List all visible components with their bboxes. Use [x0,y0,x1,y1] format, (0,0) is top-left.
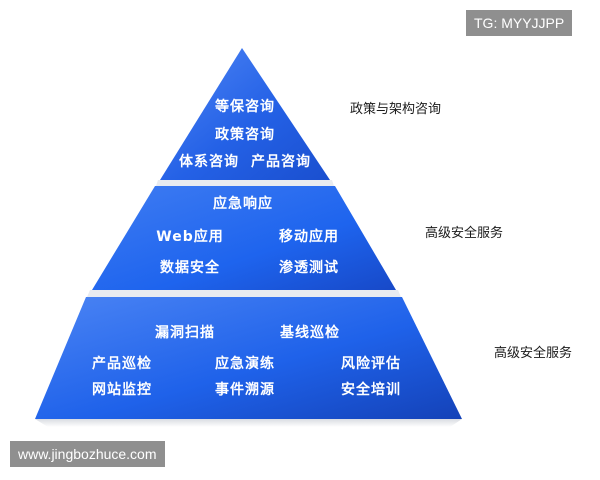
item-vuln-scan: 漏洞扫描 [155,325,215,341]
item-product-check: 产品巡检 [92,356,152,372]
item-product-consult: 产品咨询 [251,154,311,170]
item-risk-assessment: 风险评估 [341,356,401,372]
item-pentest: 渗透测试 [279,260,339,276]
item-event-trace: 事件溯源 [215,382,275,398]
item-security-training: 安全培训 [341,382,401,398]
tier-middle-shape [92,186,396,290]
tier-bottom-shape [35,297,462,419]
item-site-monitor: 网站监控 [92,382,152,398]
item-mobile-app: 移动应用 [279,229,339,245]
side-label-bottom: 高级安全服务 [494,346,573,361]
side-label-middle: 高级安全服务 [425,226,504,241]
side-label-top: 政策与架构咨询 [350,102,442,117]
tier-top-shape [160,48,330,180]
item-emergency-response: 应急响应 [213,196,273,212]
tier-gap-bottom [87,290,401,297]
watermark-top-badge: TG: MYYJJPP [466,10,573,36]
item-dengbao: 等保咨询 [215,99,275,115]
item-web-app: Web应用 [156,229,224,245]
tier-gap-top [156,180,334,186]
item-drill: 应急演练 [215,356,275,372]
pyramid-shadow [35,419,462,427]
watermark-bottom-badge: www.jingbozhuce.com [10,441,165,467]
item-policy: 政策咨询 [215,127,275,143]
item-baseline-check: 基线巡检 [280,325,340,341]
item-data-security: 数据安全 [160,260,220,276]
item-system: 体系咨询 [179,154,239,170]
